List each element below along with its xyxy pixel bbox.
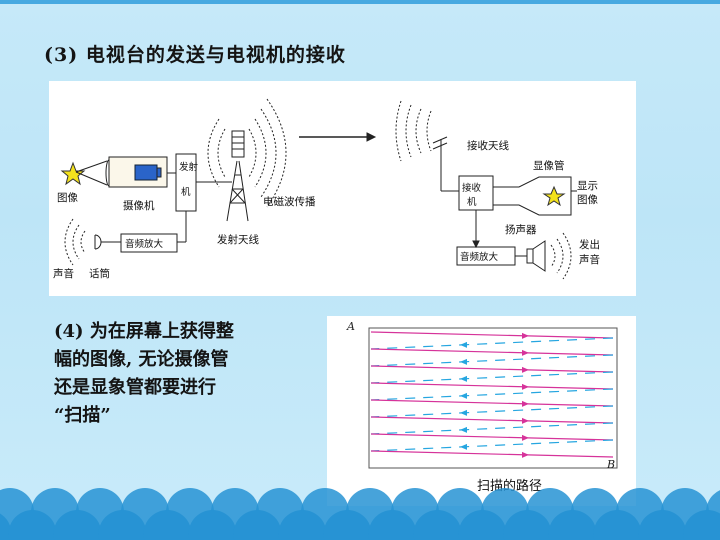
scan-forward-line <box>370 433 614 441</box>
transmission-diagram-svg: 图像 摄像机 发射 机 声音 话筒 音频放大 发射天线 电磁波传播 接收天线 显… <box>53 98 600 280</box>
transmitter-label-2: 机 <box>181 186 191 198</box>
scan-forward-arrow <box>522 417 529 424</box>
scan-start-label: A <box>346 320 355 333</box>
scan-forward-arrow <box>522 383 529 390</box>
receiver-label-1: 接收 <box>462 182 482 194</box>
scan-frame <box>368 327 618 469</box>
scan-path-diagram: A B 扫描的路径 <box>327 316 636 506</box>
scan-retrace-line <box>370 354 614 367</box>
scan-retrace-arrow <box>460 426 467 433</box>
rx-antenna-icon <box>432 136 448 191</box>
scan-forward-line <box>370 331 614 339</box>
receiver-label-2: 机 <box>467 196 477 208</box>
wave-scallop <box>188 510 237 540</box>
wave-scallop <box>683 510 720 540</box>
display-image-label-2: 图像 <box>577 194 598 206</box>
scan-retrace-line <box>370 422 614 435</box>
rx-antenna-label: 接收天线 <box>467 139 509 152</box>
wave-scallop <box>278 510 327 540</box>
wave-scallop <box>503 510 552 540</box>
wave-scallop <box>8 510 57 540</box>
image-label: 图像 <box>57 192 78 204</box>
scan-retrace-line <box>370 439 614 452</box>
wave-scallop <box>638 510 687 540</box>
scan-forward-arrow <box>522 400 529 407</box>
slide-top-bar <box>0 0 720 4</box>
scan-forward-arrow <box>522 366 529 373</box>
scan-forward-line <box>370 416 614 424</box>
tx-antenna-tower-icon <box>226 130 249 222</box>
scan-retrace-line <box>370 388 614 401</box>
scan-forward-arrow <box>522 332 529 339</box>
wave-scallop <box>323 510 372 540</box>
bottom-wave-decoration <box>0 488 720 540</box>
audio-amp-tx-box <box>120 233 178 253</box>
scan-lines-group <box>370 331 614 458</box>
caption-line-4: “扫描” <box>54 405 111 426</box>
sound-label: 声音 <box>53 267 74 280</box>
scan-retrace-line <box>370 405 614 418</box>
wave-scallop <box>233 510 282 540</box>
scan-path-caption: 扫描的路径 <box>477 478 542 494</box>
tx-antenna-label: 发射天线 <box>217 233 259 246</box>
wave-scallop <box>413 510 462 540</box>
wave-scallop <box>548 510 597 540</box>
rx-waves-icon <box>395 100 432 162</box>
scan-retrace-arrow <box>460 443 467 450</box>
picture-tube-label: 显像管 <box>533 159 565 172</box>
audio-amp-tx-label: 音频放大 <box>125 238 164 250</box>
scan-forward-arrow <box>522 349 529 356</box>
scan-retrace-arrow <box>460 392 467 399</box>
scan-retrace-line <box>370 337 614 350</box>
scan-forward-arrow <box>522 434 529 441</box>
emit-sound-label-2: 声音 <box>579 253 600 266</box>
scan-retrace-arrow <box>460 375 467 382</box>
scan-forward-arrow <box>522 451 529 458</box>
speaker-label: 扬声器 <box>505 223 537 236</box>
scan-forward-line <box>370 382 614 390</box>
wave-scallop <box>458 510 507 540</box>
caption-line-1: (4) 为在屏幕上获得整 <box>54 321 234 342</box>
camera-label: 摄像机 <box>123 199 155 212</box>
wave-scallop <box>143 510 192 540</box>
microphone-label: 话筒 <box>89 267 110 280</box>
scan-forward-line <box>370 399 614 407</box>
wave-scallop <box>98 510 147 540</box>
emit-sound-label-1: 发出 <box>579 238 600 251</box>
slide-heading: (3) 电视台的发送与电视机的接收 <box>44 44 346 66</box>
scan-end-label: B <box>606 458 615 471</box>
tx-waves-icon <box>207 98 287 208</box>
scan-forward-line <box>370 348 614 356</box>
scan-retrace-arrow <box>460 358 467 365</box>
scan-retrace-arrow <box>460 409 467 416</box>
em-wave-label: 电磁波传播 <box>263 195 316 208</box>
image-star-icon <box>60 161 86 186</box>
scan-retrace-line <box>370 371 614 384</box>
wave-scallop <box>368 510 417 540</box>
microphone-icon <box>94 234 102 250</box>
transmitter-label-1: 发射 <box>179 161 199 173</box>
scan-forward-line <box>370 365 614 373</box>
caption-line-3: 还是显象管都要进行 <box>54 377 216 398</box>
scan-caption: (4) 为在屏幕上获得整 幅的图像, 无论摄像管 还是显象管都要进行 “扫描” <box>54 318 294 430</box>
audio-amp-rx-label: 音频放大 <box>460 251 499 263</box>
caption-line-2: 幅的图像, 无论摄像管 <box>54 349 229 370</box>
speaker-icon <box>526 240 546 272</box>
wave-scallop <box>53 510 102 540</box>
scan-forward-line <box>370 450 614 458</box>
wave-scallop <box>593 510 642 540</box>
picture-tube-icon <box>492 176 572 216</box>
scan-retrace-arrow <box>460 341 467 348</box>
scan-path-svg: A B 扫描的路径 <box>346 320 618 494</box>
transmission-diagram: 图像 摄像机 发射 机 声音 话筒 音频放大 发射天线 电磁波传播 接收天线 显… <box>49 81 636 296</box>
display-image-label-1: 显示 <box>577 180 598 192</box>
